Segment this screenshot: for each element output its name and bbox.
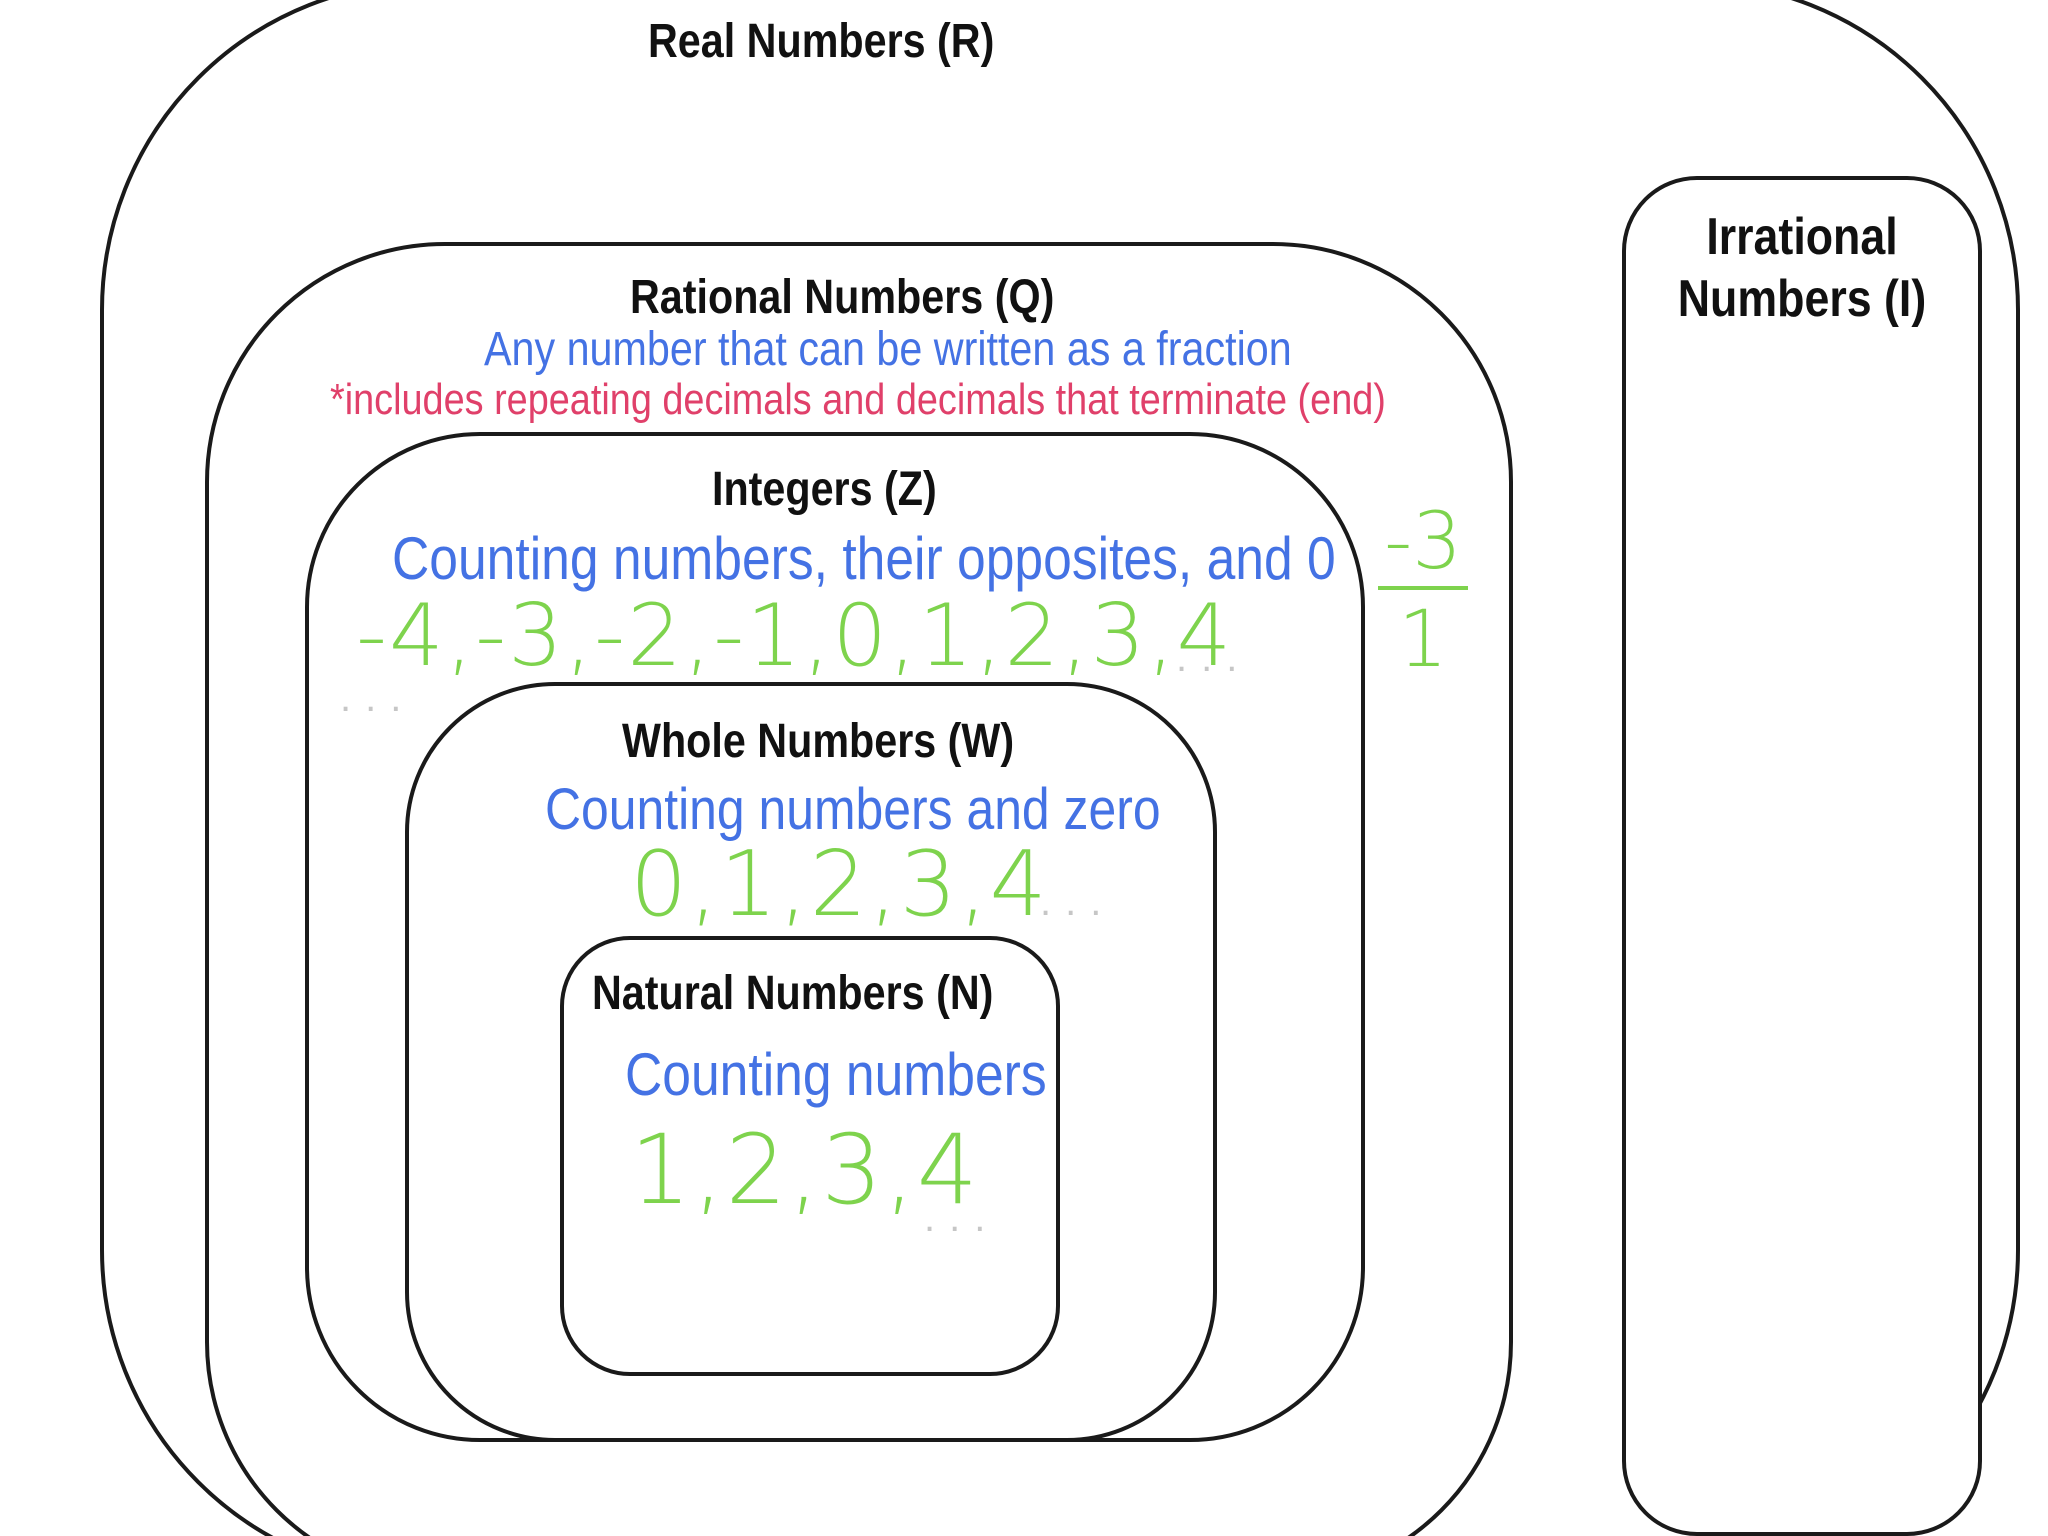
natural-numbers-handwritten-examples: 1,2,3,4 (630, 1114, 980, 1226)
rational-numbers-note: *includes repeating decimals and decimal… (330, 375, 1386, 424)
whole-numbers-handwritten-examples: 0,1,2,3,4 (630, 832, 1049, 937)
integers-right-continuation-dots: ... (1176, 636, 1252, 680)
natural-numbers-set (560, 936, 1060, 1376)
integers-title: Integers (Z) (712, 463, 937, 516)
fraction-denominator: 1 (1398, 595, 1448, 685)
whole-numbers-continuation-dots: ... (1040, 880, 1116, 924)
natural-numbers-continuation-dots: ... (924, 1196, 1000, 1240)
whole-numbers-description: Counting numbers and zero (545, 777, 1161, 842)
natural-numbers-description: Counting numbers (625, 1041, 1047, 1108)
rational-numbers-description: Any number that can be written as a frac… (484, 323, 1292, 376)
rational-numbers-title: Rational Numbers (Q) (630, 271, 1055, 324)
integers-handwritten-examples: -4,-3,-2,-1,0,1,2,3,4 (356, 586, 1234, 686)
integers-left-continuation-dots: ... (340, 676, 416, 720)
irrational-numbers-set (1622, 176, 1982, 1536)
fraction-numerator: -3 (1384, 497, 1462, 587)
natural-numbers-title: Natural Numbers (N) (592, 967, 994, 1020)
whole-numbers-title: Whole Numbers (W) (622, 715, 1015, 768)
fraction-bar (1378, 586, 1468, 590)
integers-description: Counting numbers, their opposites, and 0 (392, 525, 1336, 592)
irrational-numbers-title: Irrational Numbers (I) (1677, 208, 1927, 328)
real-numbers-title: Real Numbers (R) (648, 15, 995, 68)
handwritten-fraction-example: -3 1 (1378, 500, 1468, 682)
